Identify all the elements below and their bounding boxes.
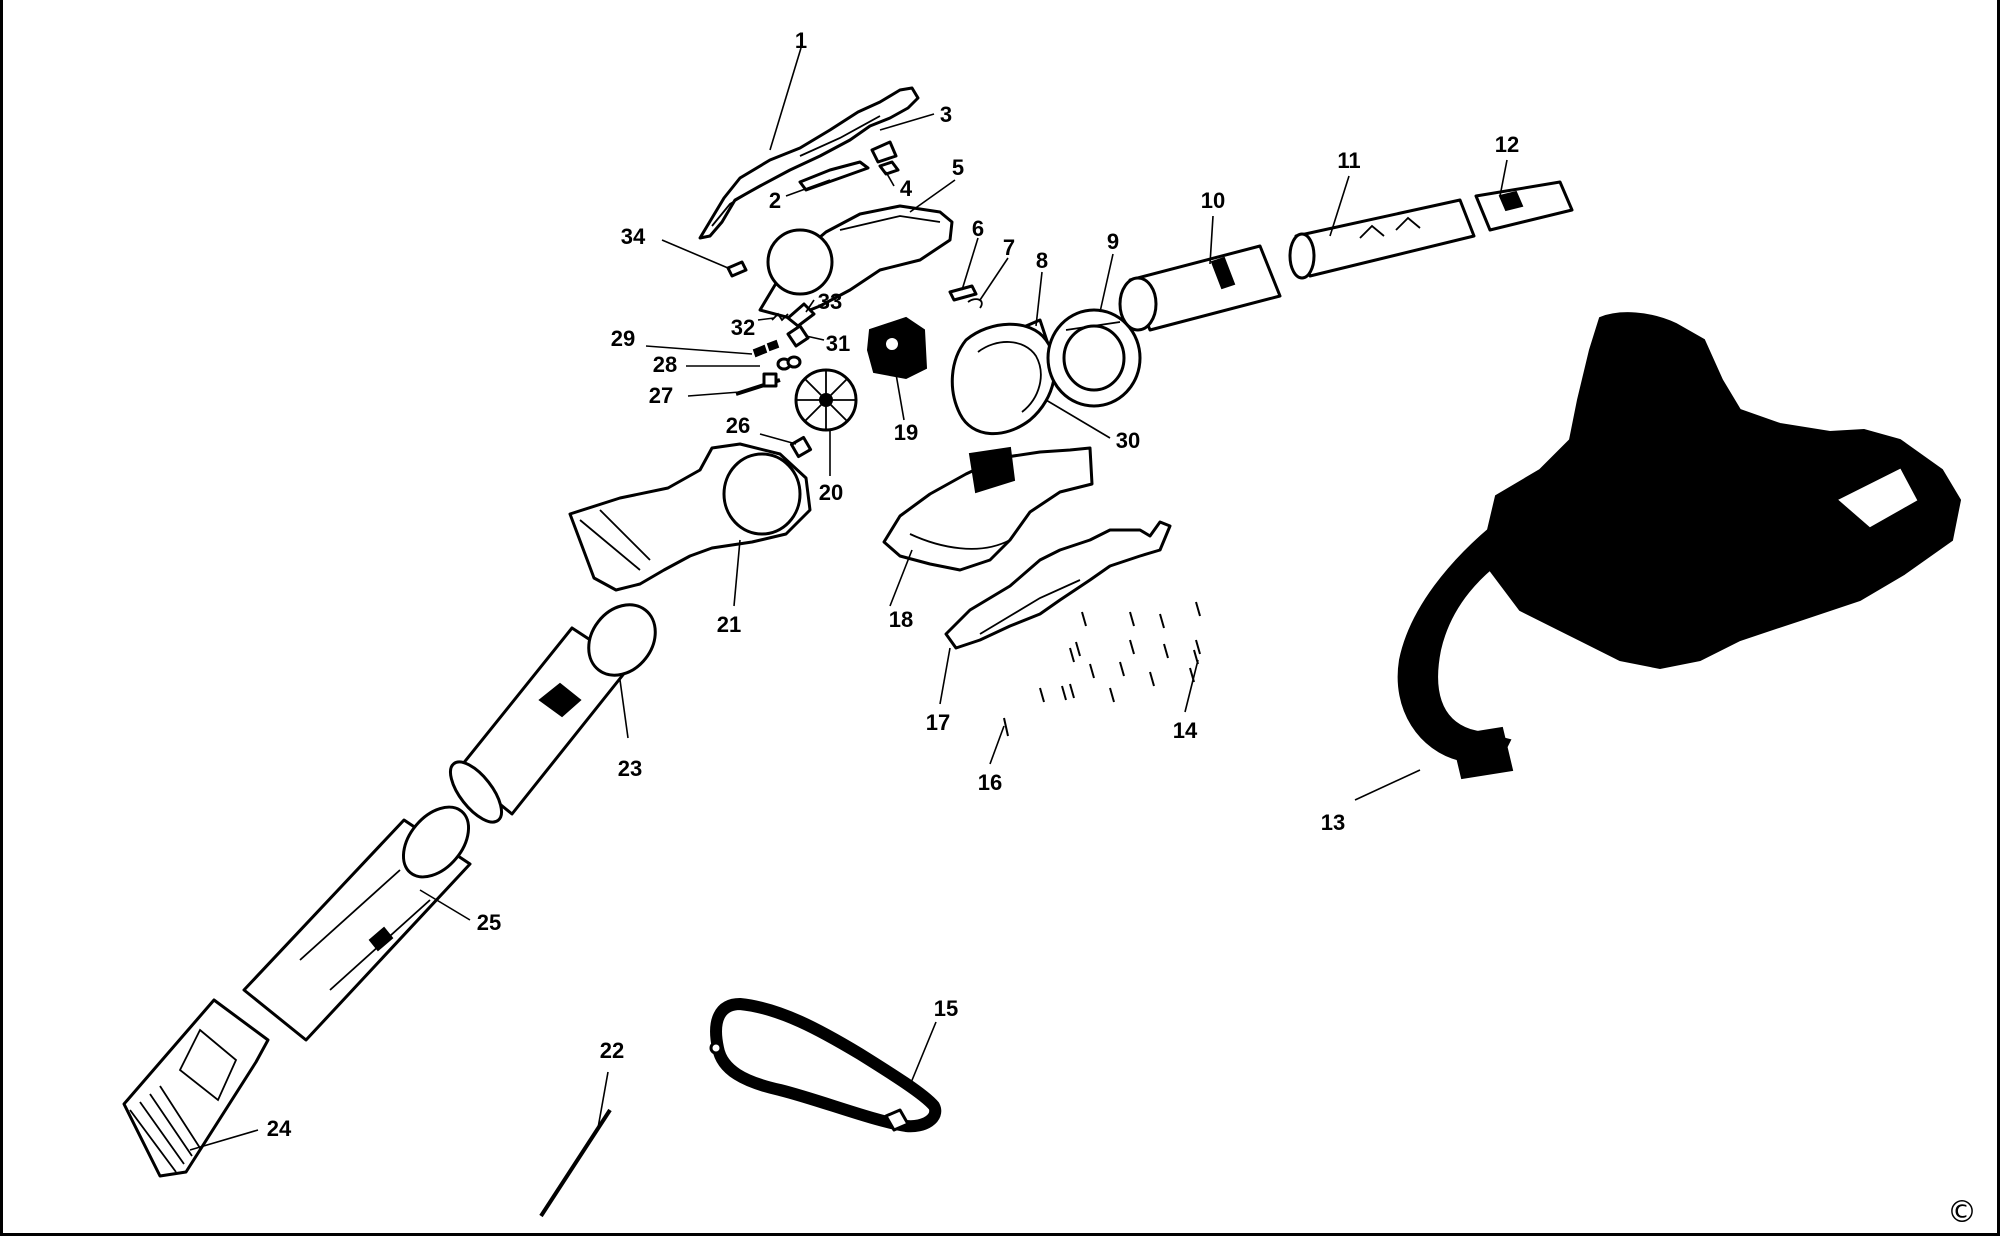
label-7: 7 bbox=[1003, 235, 1015, 260]
label-14: 14 bbox=[1173, 718, 1198, 743]
part-25-lower-tube bbox=[242, 805, 472, 1042]
leader-lines bbox=[189, 47, 1508, 1151]
part-3-button bbox=[870, 140, 898, 164]
label-21: 21 bbox=[717, 612, 741, 637]
part-9-coupling-ring bbox=[1046, 308, 1142, 408]
label-29: 29 bbox=[611, 326, 635, 351]
label-6: 6 bbox=[972, 216, 984, 241]
part-21-inlet-housing bbox=[568, 442, 812, 592]
copyright-mark: © bbox=[1947, 1195, 1977, 1230]
part-4-spring bbox=[878, 160, 900, 176]
label-15: 15 bbox=[934, 996, 958, 1021]
part-24-rake-nozzle bbox=[122, 998, 270, 1178]
part-17-handle-housing bbox=[944, 520, 1172, 650]
label-5: 5 bbox=[952, 155, 964, 180]
label-27: 27 bbox=[649, 383, 673, 408]
part-2-trigger bbox=[798, 160, 870, 192]
label-2: 2 bbox=[769, 188, 781, 213]
label-32: 32 bbox=[731, 315, 755, 340]
part-7-clip bbox=[967, 298, 983, 309]
part-13-collection-bag bbox=[1397, 312, 1962, 780]
part-10-blower-tube bbox=[1118, 244, 1282, 332]
part-labels: 1 2 3 4 5 6 7 8 9 10 11 12 13 14 15 16 1… bbox=[267, 28, 1519, 1141]
part-5-motor-housing bbox=[758, 204, 954, 320]
label-1: 1 bbox=[795, 28, 807, 53]
label-24: 24 bbox=[267, 1116, 292, 1141]
part-20-fan-impeller bbox=[794, 368, 858, 432]
part-30-fan-cover bbox=[950, 322, 1057, 435]
label-19: 19 bbox=[894, 420, 918, 445]
label-31: 31 bbox=[826, 331, 850, 356]
label-16: 16 bbox=[978, 770, 1002, 795]
part-23-upper-tube bbox=[449, 603, 657, 824]
label-25: 25 bbox=[477, 910, 501, 935]
part-29-pin bbox=[752, 339, 780, 358]
label-28: 28 bbox=[653, 352, 677, 377]
label-17: 17 bbox=[926, 710, 950, 735]
part-1-handle-housing bbox=[698, 86, 920, 240]
part-34-screw bbox=[726, 260, 748, 278]
label-8: 8 bbox=[1036, 248, 1048, 273]
label-26: 26 bbox=[726, 413, 750, 438]
part-22-rod bbox=[539, 1108, 612, 1218]
part-15-shoulder-strap bbox=[709, 997, 942, 1133]
part-18-body-housing bbox=[882, 446, 1094, 572]
label-9: 9 bbox=[1107, 229, 1119, 254]
part-6-switch-part bbox=[948, 284, 978, 302]
label-33: 33 bbox=[818, 289, 842, 314]
label-34: 34 bbox=[621, 224, 646, 249]
part-28-washer bbox=[776, 355, 802, 371]
part-11-nozzle-tube bbox=[1288, 198, 1476, 280]
part-31-connector bbox=[786, 324, 810, 348]
label-30: 30 bbox=[1116, 428, 1140, 453]
part-32-spring bbox=[771, 312, 789, 322]
label-13: 13 bbox=[1321, 810, 1345, 835]
part-12-nozzle-tip bbox=[1474, 180, 1574, 232]
part-19-motor bbox=[866, 316, 928, 380]
label-4: 4 bbox=[900, 176, 913, 201]
label-3: 3 bbox=[940, 102, 952, 127]
label-10: 10 bbox=[1201, 188, 1225, 213]
label-23: 23 bbox=[618, 756, 642, 781]
part-16-screw bbox=[1003, 717, 1009, 737]
label-20: 20 bbox=[819, 480, 843, 505]
label-18: 18 bbox=[889, 607, 913, 632]
part-26-nut bbox=[789, 435, 813, 459]
part-14-screws bbox=[1039, 601, 1201, 703]
label-12: 12 bbox=[1495, 132, 1519, 157]
label-11: 11 bbox=[1337, 148, 1360, 173]
part-27-bolt bbox=[735, 372, 781, 396]
label-22: 22 bbox=[600, 1038, 624, 1063]
